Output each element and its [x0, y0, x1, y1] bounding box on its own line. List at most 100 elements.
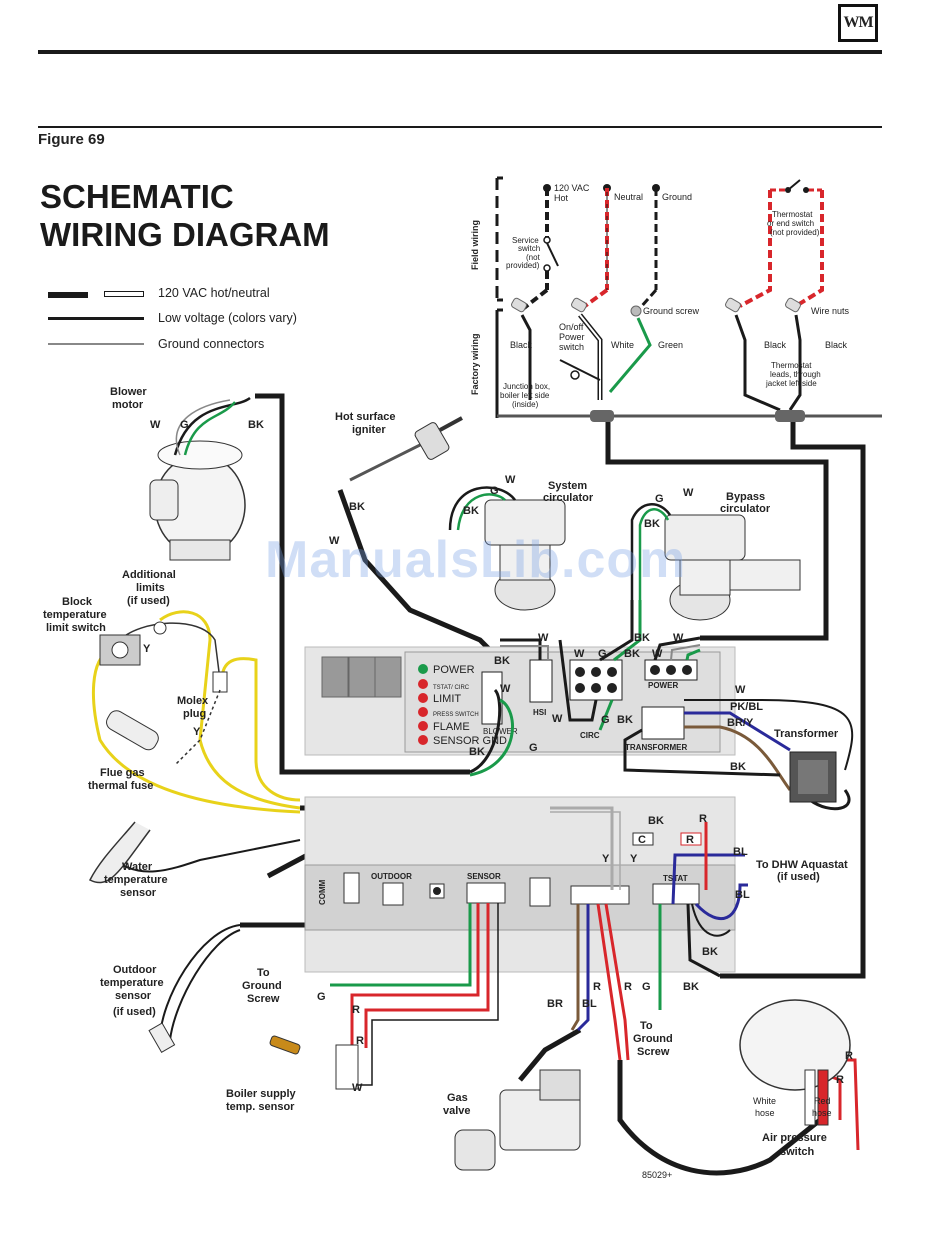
board-wires: [469, 600, 854, 811]
svg-text:BL: BL: [735, 889, 750, 901]
outdoor-sensor: Outdoor temperature sensor (if used) To …: [100, 964, 282, 1053]
header-rule: [38, 50, 882, 54]
svg-text:120 VAC: 120 VAC: [554, 183, 590, 193]
blower-conn-label: BLOWER: [483, 727, 518, 736]
svg-text:hose: hose: [755, 1108, 775, 1118]
bypass-circulator: Bypass circulator W G BK: [630, 487, 801, 621]
circ-conn-label: CIRC: [580, 731, 600, 740]
svg-text:motor: motor: [112, 399, 144, 411]
svg-text:G: G: [601, 714, 610, 726]
svg-text:igniter: igniter: [352, 424, 386, 436]
svg-text:BK: BK: [683, 981, 699, 993]
svg-text:W: W: [538, 632, 549, 644]
svg-text:R: R: [352, 1004, 360, 1016]
svg-text:Outdoor: Outdoor: [113, 964, 157, 976]
svg-text:W: W: [505, 474, 516, 486]
svg-text:Bypass: Bypass: [726, 491, 765, 503]
svg-text:W: W: [352, 1082, 363, 1094]
svg-text:BK: BK: [469, 746, 485, 758]
svg-text:Flue gas: Flue gas: [100, 767, 145, 779]
limit-circuit: Additional limits (if used) Block temper…: [43, 569, 301, 814]
svg-text:switch: switch: [780, 1146, 815, 1158]
svg-text:G: G: [490, 485, 499, 497]
svg-text:System: System: [548, 480, 587, 492]
svg-text:G: G: [655, 493, 664, 505]
svg-text:BK: BK: [702, 946, 718, 958]
led-power: POWER: [433, 664, 475, 676]
svg-text:BK: BK: [624, 648, 640, 660]
outdoor-label: OUTDOOR: [371, 872, 412, 881]
svg-text:BK: BK: [730, 761, 746, 773]
title-line1: SCHEMATIC: [40, 178, 234, 215]
svg-text:provided): provided): [506, 261, 540, 270]
svg-text:sensor: sensor: [115, 990, 152, 1002]
svg-text:hose: hose: [812, 1108, 832, 1118]
svg-text:Y: Y: [193, 726, 201, 738]
svg-text:Hot surface: Hot surface: [335, 411, 396, 423]
black-label-2: Black: [764, 340, 787, 350]
svg-text:G: G: [642, 981, 651, 993]
water-temp-sensor: Water temperature sensor: [88, 821, 168, 899]
svg-text:Ground: Ground: [633, 1033, 673, 1045]
black-label-1: Black: [510, 340, 533, 350]
svg-text:BK: BK: [648, 815, 664, 827]
svg-text:leads, through: leads, through: [770, 370, 821, 379]
svg-text:limits: limits: [136, 582, 165, 594]
svg-text:Boiler supply: Boiler supply: [226, 1088, 297, 1100]
svg-text:(if used): (if used): [127, 595, 170, 607]
transformer-label: Transformer: [774, 728, 839, 740]
air-pressure-switch: White hose Red hose Air pressure switch: [739, 999, 851, 1158]
hsi-conn-label: HSI: [533, 708, 546, 717]
svg-text:(not: (not: [526, 253, 541, 262]
svg-text:Thermostat: Thermostat: [771, 361, 812, 370]
svg-text:Y: Y: [630, 853, 638, 865]
field-connections: 120 VAC Hot Neutral Ground Service switc…: [497, 179, 882, 422]
svg-text:temp. sensor: temp. sensor: [226, 1101, 295, 1113]
black-label-3: Black: [825, 340, 848, 350]
svg-text:BK: BK: [644, 518, 660, 530]
svg-text:W: W: [574, 648, 585, 660]
svg-text:BK: BK: [248, 419, 264, 431]
transformer: Transformer: [774, 728, 839, 803]
svg-text:To: To: [640, 1020, 653, 1032]
svg-text:R: R: [845, 1050, 853, 1062]
wire-letter-labels: W BK W BK G W G W G BK BK BK W W W PK/BL…: [317, 632, 853, 1094]
gas-valve: Gas valve 85029+: [443, 1069, 672, 1180]
svg-text:BK: BK: [463, 505, 479, 517]
svg-text:To: To: [257, 967, 270, 979]
svg-text:or end switch: or end switch: [767, 219, 814, 228]
svg-text:valve: valve: [443, 1105, 471, 1117]
svg-text:Air pressure: Air pressure: [762, 1132, 827, 1144]
title-line2: WIRING DIAGRAM: [40, 216, 330, 253]
white-label: White: [611, 340, 634, 350]
svg-text:Y: Y: [143, 643, 151, 655]
svg-text:R: R: [836, 1074, 844, 1086]
svg-text:temperature: temperature: [43, 609, 107, 621]
control-board: POWER TSTAT/ CIRC LIMIT PRESS SWITCH FLA…: [304, 646, 736, 756]
led-flame: FLAME: [433, 721, 470, 733]
figure-label: Figure 69: [38, 131, 105, 148]
ground-label: Ground: [662, 192, 692, 202]
legend-swatch-neutral: [104, 291, 144, 297]
svg-text:BR: BR: [547, 998, 563, 1010]
svg-text:W: W: [652, 648, 663, 660]
svg-text:jacket left side: jacket left side: [765, 379, 817, 388]
svg-text:Screw: Screw: [247, 993, 280, 1005]
svg-text:Molex: Molex: [177, 695, 209, 707]
svg-text:thermal fuse: thermal fuse: [88, 780, 153, 792]
svg-text:G: G: [529, 742, 538, 754]
comm-label: COMM: [318, 879, 327, 905]
svg-text:(if used): (if used): [777, 871, 820, 883]
figure-rule: [38, 126, 882, 128]
svg-text:White: White: [753, 1096, 776, 1106]
boiler-supply-sensor: Boiler supply temp. sensor: [226, 1035, 359, 1113]
svg-text:R: R: [593, 981, 601, 993]
legend-label-ground: Ground connectors: [158, 337, 265, 351]
svg-text:Junction box,: Junction box,: [503, 382, 550, 391]
svg-text:BK: BK: [494, 655, 510, 667]
c-terminal: C: [638, 834, 646, 846]
led-tstat: TSTAT/ CIRC: [433, 685, 470, 691]
svg-text:BK: BK: [634, 632, 650, 644]
svg-text:G: G: [180, 419, 189, 431]
svg-text:Power: Power: [559, 332, 585, 342]
